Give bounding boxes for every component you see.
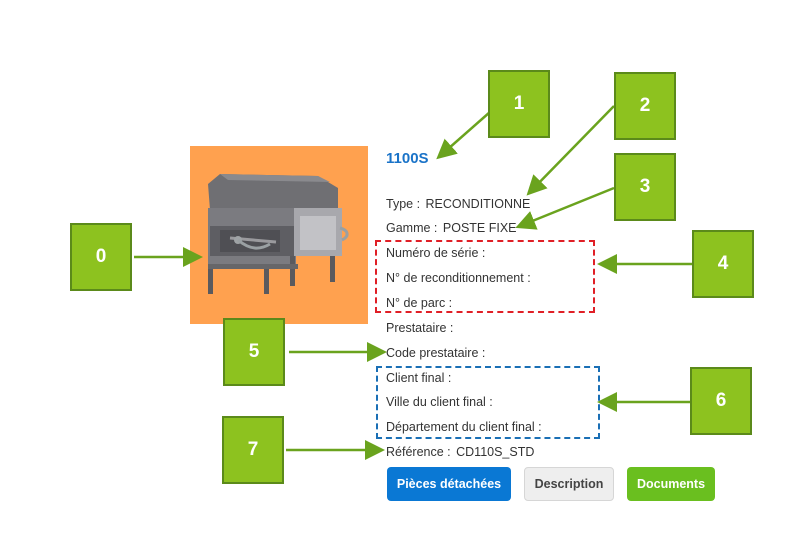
badge-3: 3 <box>614 153 676 221</box>
field-provider-code: Code prestataire : <box>386 346 487 360</box>
badge-5: 5 <box>223 318 285 386</box>
field-reconditioning-number: N° de reconditionnement : <box>386 271 533 285</box>
field-serial-number: Numéro de série : <box>386 246 487 260</box>
highlight-box-client <box>376 366 600 439</box>
field-park-number: N° de parc : <box>386 296 454 310</box>
badge-0: 0 <box>70 223 132 291</box>
field-label: Prestataire : <box>386 321 454 335</box>
product-image <box>190 146 368 324</box>
badge-6: 6 <box>690 367 752 435</box>
badge-2: 2 <box>614 72 676 140</box>
field-label: Gamme : <box>386 221 438 235</box>
field-label: Type : <box>386 197 421 211</box>
field-type: Type : RECONDITIONNE <box>386 197 530 211</box>
field-label: Client final : <box>386 371 452 385</box>
documents-button[interactable]: Documents <box>627 467 715 501</box>
field-reference: Référence : CD110S_STD <box>386 445 534 459</box>
description-button[interactable]: Description <box>524 467 614 501</box>
field-label: N° de reconditionnement : <box>386 271 531 285</box>
field-label: Numéro de série : <box>386 246 486 260</box>
field-label: Référence : <box>386 445 451 459</box>
badge-7: 7 <box>222 416 284 484</box>
machine-illustration <box>208 174 349 294</box>
field-provider: Prestataire : <box>386 321 455 335</box>
field-label: Département du client final : <box>386 420 542 434</box>
field-value: RECONDITIONNE <box>425 197 531 211</box>
field-end-client-city: Ville du client final : <box>386 395 495 409</box>
badge-1: 1 <box>488 70 550 138</box>
field-end-client: Client final : <box>386 371 453 385</box>
field-label: N° de parc : <box>386 296 453 310</box>
highlight-box-identifiers <box>375 240 595 313</box>
badge-4: 4 <box>692 230 754 298</box>
field-label: Ville du client final : <box>386 395 493 409</box>
field-value: CD110S_STD <box>456 445 535 459</box>
product-title[interactable]: 1100S <box>386 150 429 167</box>
field-gamme: Gamme : POSTE FIXE <box>386 221 517 235</box>
field-end-client-department: Département du client final : <box>386 420 544 434</box>
field-value: POSTE FIXE <box>442 221 517 235</box>
arrow-1 <box>436 111 491 160</box>
arrow-3 <box>515 186 615 230</box>
spare-parts-button[interactable]: Pièces détachées <box>387 467 511 501</box>
field-label: Code prestataire : <box>386 346 486 360</box>
